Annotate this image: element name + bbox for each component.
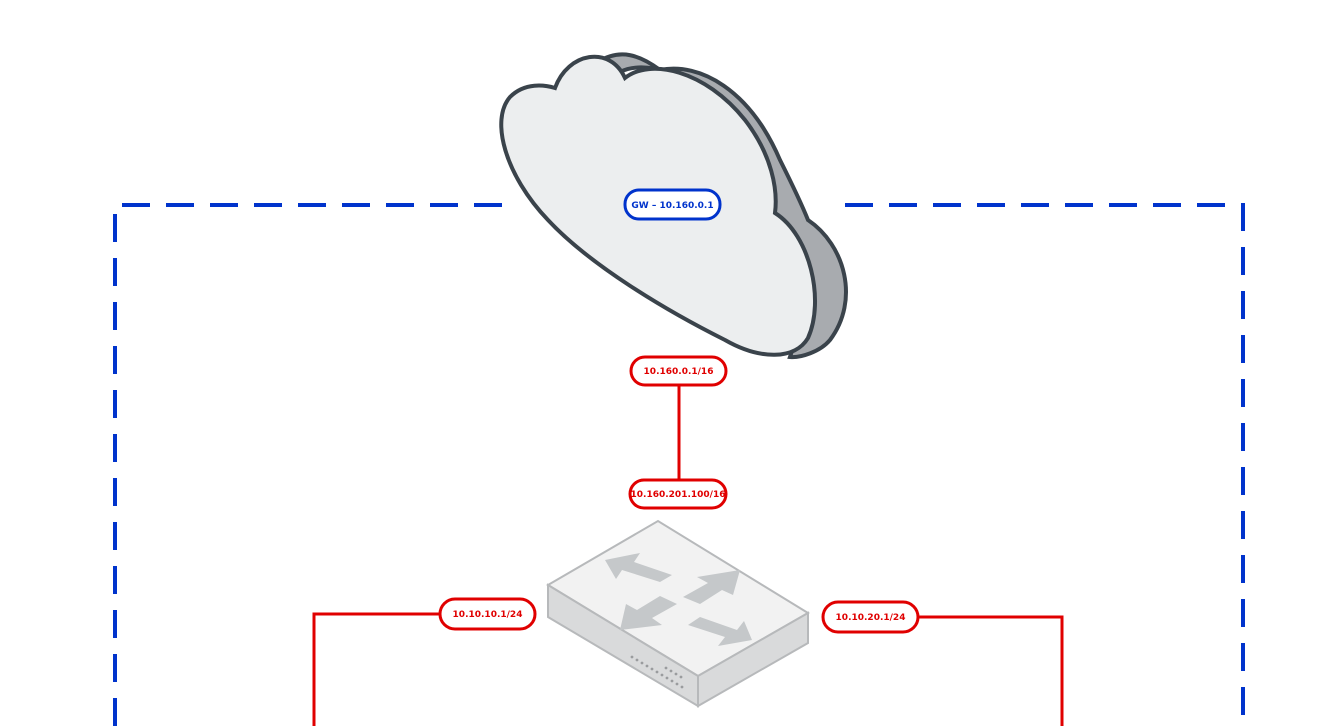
- network-boundary: [113, 203, 1245, 726]
- router-arrow-se: [688, 617, 752, 646]
- cloud-interface-label: 10.160.0.1/16: [629, 355, 728, 387]
- router-ports: [630, 655, 684, 689]
- router-left-text: 10.10.10.1/24: [453, 610, 523, 620]
- router-left-pill: [438, 597, 537, 631]
- router-right-text: 10.10.20.1/24: [836, 613, 906, 623]
- router-arrow-ne: [683, 570, 740, 604]
- router-right-pill: [821, 600, 920, 634]
- router-arrow-sw: [620, 596, 677, 630]
- cloud-interface-text: 10.160.0.1/16: [644, 367, 714, 377]
- router-arrow-nw: [605, 553, 672, 582]
- gateway-label: GW – 10.160.0.1: [623, 188, 722, 221]
- router-left-label: 10.10.10.1/24: [438, 597, 537, 631]
- router-uplink-pill: [628, 478, 728, 510]
- router-left-link: [312, 612, 440, 726]
- gateway-label-pill: [623, 188, 722, 221]
- cloud-interface-pill: [629, 355, 728, 387]
- router-icon: [546, 519, 810, 708]
- router-front-right: [697, 611, 809, 708]
- gateway-label-text: GW – 10.160.0.1: [631, 201, 713, 211]
- router-uplink-text: 10.160.201.100/16: [631, 490, 726, 500]
- router-right-label: 10.10.20.1/24: [821, 600, 920, 634]
- router-right-link: [917, 615, 1064, 726]
- router-uplink-label: 10.160.201.100/16: [628, 478, 728, 510]
